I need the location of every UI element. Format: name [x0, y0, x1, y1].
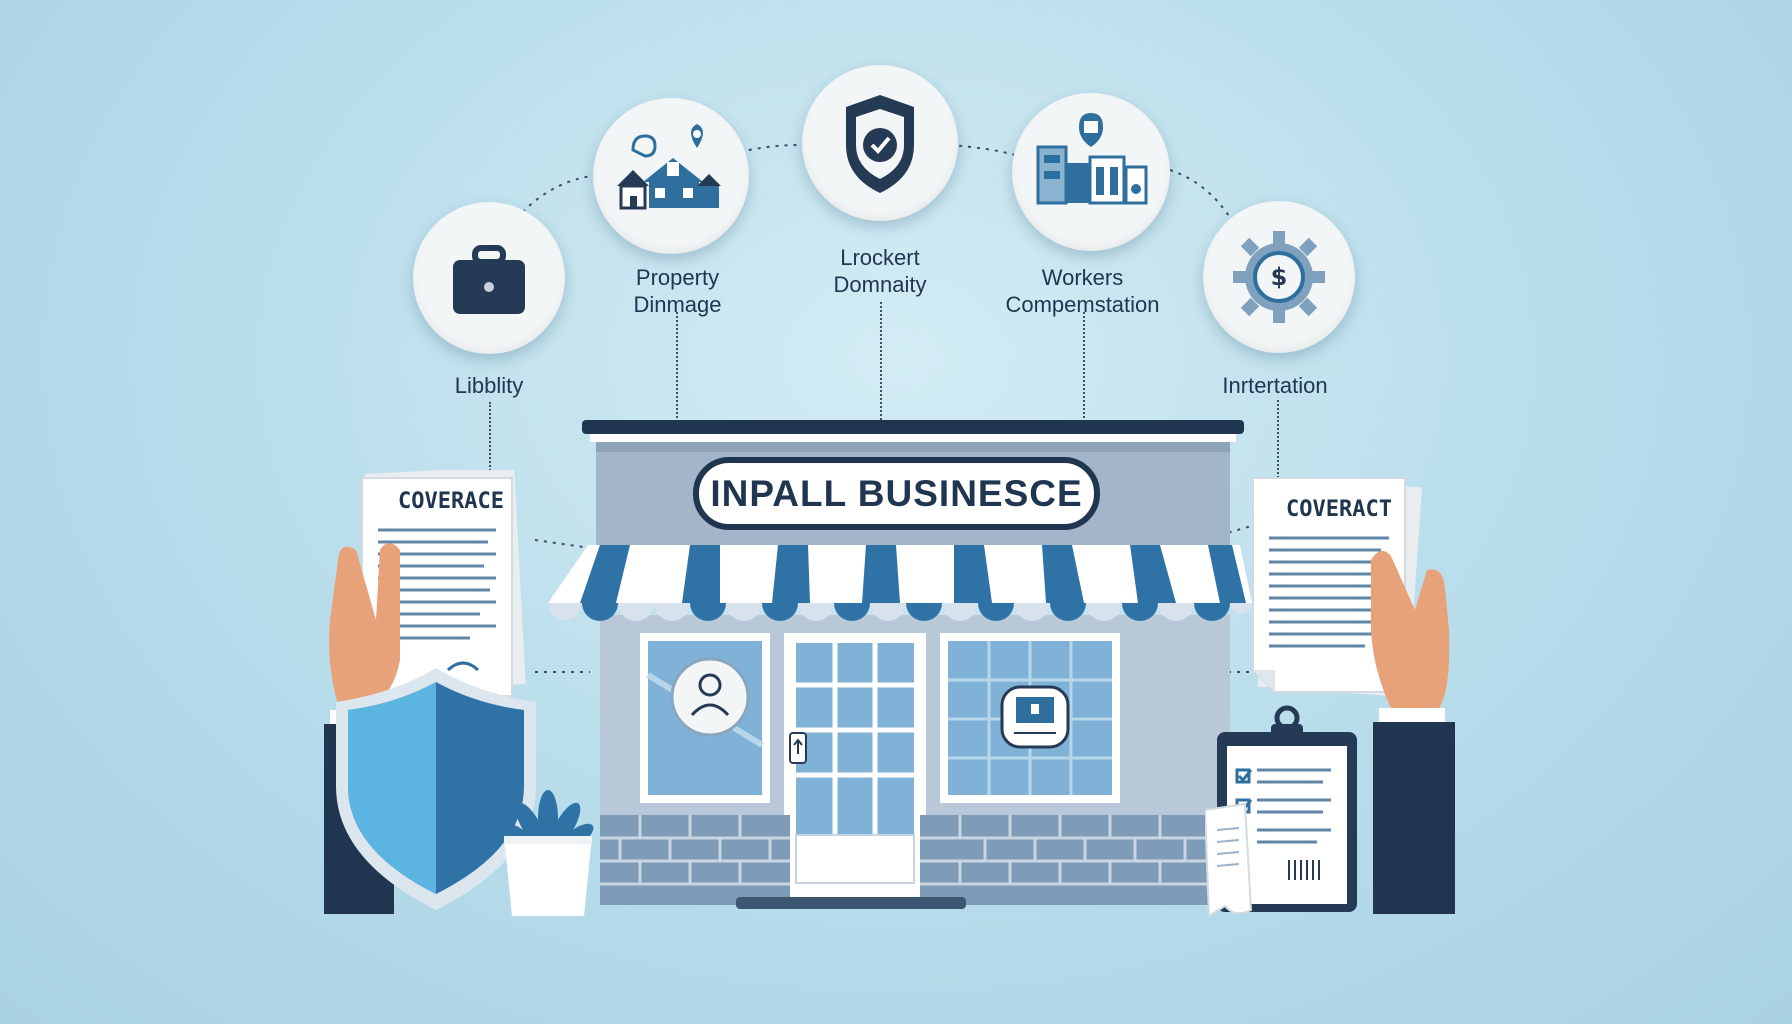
interruption-circle[interactable]: $	[1203, 201, 1355, 353]
potted-plant	[502, 790, 594, 916]
curled-paper	[1205, 802, 1253, 918]
right-document-group	[1205, 477, 1455, 918]
workers-label: Workers Compemstation	[995, 264, 1170, 318]
left-window	[640, 633, 770, 803]
security-circle[interactable]	[802, 65, 958, 221]
workers-label-line2: Compemstation	[1005, 292, 1160, 317]
property-label-line1: Property	[635, 265, 720, 290]
liability-label: Libblity	[410, 372, 568, 399]
front-door	[784, 633, 926, 905]
coverage-title-right: COVERACT	[1286, 497, 1392, 522]
left-document-group	[324, 470, 536, 914]
interruption-label-line: Inrtertation	[1222, 373, 1328, 398]
right-window	[940, 633, 1120, 803]
property-label: Property Dinmage	[590, 264, 765, 318]
briefcase-icon	[453, 245, 525, 314]
awning	[548, 545, 1252, 621]
security-label-line2: Domnaity	[833, 272, 927, 297]
property-circle[interactable]	[593, 98, 749, 254]
workers-label-line1: Workers	[1041, 265, 1124, 290]
interruption-label: Inrtertation	[1195, 372, 1355, 399]
shield-check-icon	[846, 95, 914, 193]
security-label-line1: Lrockert	[840, 245, 920, 270]
liability-circle[interactable]	[413, 202, 565, 354]
security-label: Lrockert Domnaity	[800, 244, 960, 298]
connector-liability	[489, 402, 491, 474]
svg-text:$: $	[1271, 263, 1288, 291]
connector-workers	[1083, 312, 1085, 422]
connector-property	[676, 312, 678, 422]
coverage-title-left: COVERACE	[398, 489, 504, 514]
connector-security	[880, 302, 882, 420]
property-label-line2: Dinmage	[633, 292, 722, 317]
right-hand	[1371, 550, 1455, 914]
coverage-document-right	[1252, 477, 1406, 693]
connector-interruption	[1277, 400, 1279, 478]
gear-dollar-icon: $	[1233, 231, 1325, 323]
house-location-icon	[617, 124, 721, 210]
store-sign: INPALL BUSINESCE	[693, 457, 1100, 530]
checklist-clipboard	[1217, 705, 1357, 912]
workers-circle[interactable]	[1012, 93, 1170, 251]
brick-base	[600, 815, 1230, 905]
protection-shield	[336, 668, 536, 910]
buildings-icon	[1036, 113, 1148, 205]
door-step	[736, 897, 966, 909]
liability-label-line: Libblity	[454, 373, 524, 398]
storefront	[548, 420, 1252, 909]
